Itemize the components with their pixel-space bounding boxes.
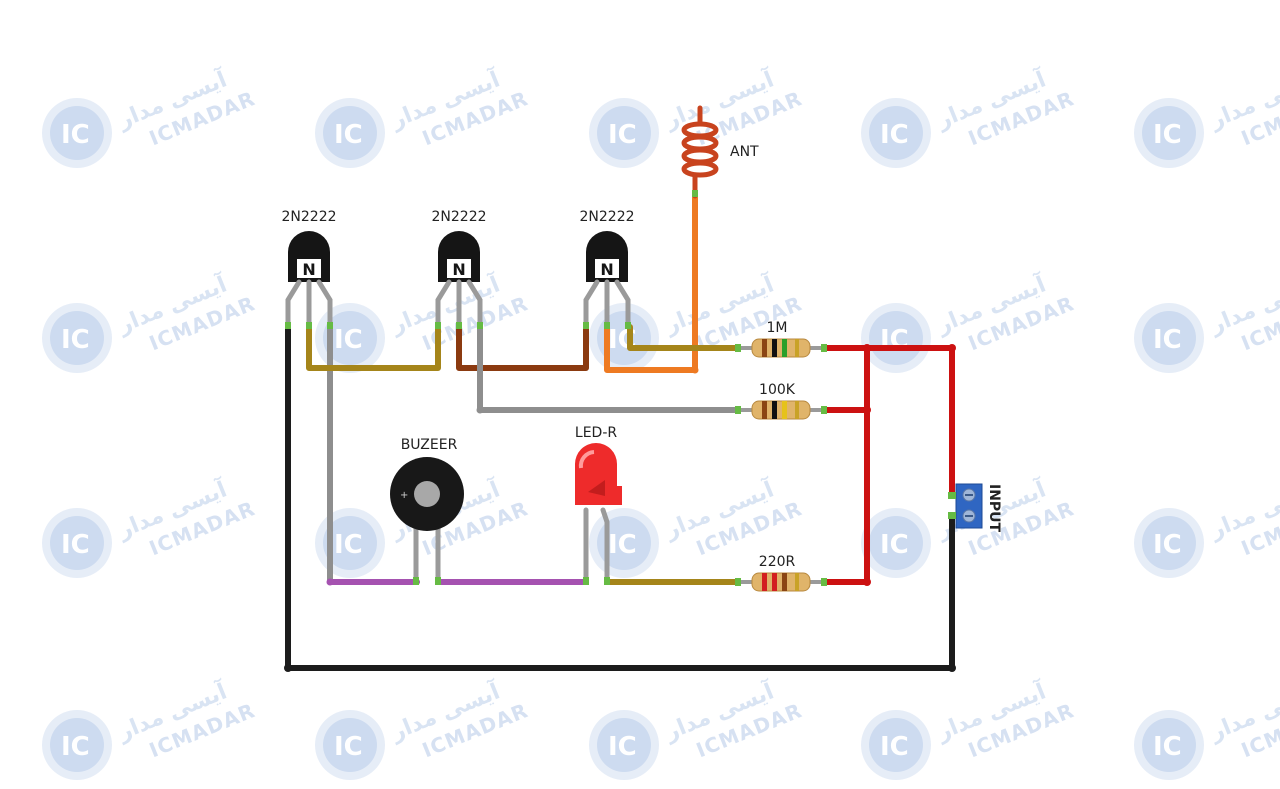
wire-q3-1m [627, 324, 741, 351]
svg-text:N: N [600, 260, 613, 279]
resistor-220r-label: 220R [759, 554, 796, 570]
transistor-q2-label: 2N2222 [431, 209, 486, 225]
buzzer-polarity: + [400, 490, 408, 501]
antenna-label: ANT [730, 144, 759, 160]
resistor-1m-label: 1M [767, 320, 788, 336]
wire-q3-ant [604, 192, 698, 373]
transistor-q1-label: 2N2222 [281, 209, 336, 225]
buzzer: BUZEER + [390, 437, 464, 585]
transistor-q3: 2N2222 N [579, 209, 635, 329]
led-label: LED-R [575, 425, 617, 441]
resistor-1m: 1M [735, 320, 827, 358]
wire-q1-q2 [306, 324, 441, 371]
transistor-q2: 2N2222 N [431, 209, 487, 329]
input-terminal: INPUT [948, 483, 1002, 533]
wire-joints [284, 344, 956, 672]
wire-220r-vcc [821, 345, 870, 585]
transistor-q1: 2N2222 N [281, 209, 337, 329]
resistor-220r: 220R [735, 554, 827, 592]
wire-ground [285, 324, 955, 671]
resistor-100k-label: 100K [759, 382, 796, 398]
input-label: INPUT [986, 484, 1002, 533]
buzzer-label: BUZEER [401, 437, 458, 453]
svg-text:N: N [302, 260, 315, 279]
led-red: LED-R [575, 425, 622, 585]
watermark-layer [42, 57, 1280, 780]
resistor-100k: 100K [735, 382, 827, 420]
antenna: ANT [681, 105, 759, 199]
transistor-q3-label: 2N2222 [579, 209, 634, 225]
svg-text:N: N [452, 260, 465, 279]
wire-q2-q3 [456, 324, 589, 371]
